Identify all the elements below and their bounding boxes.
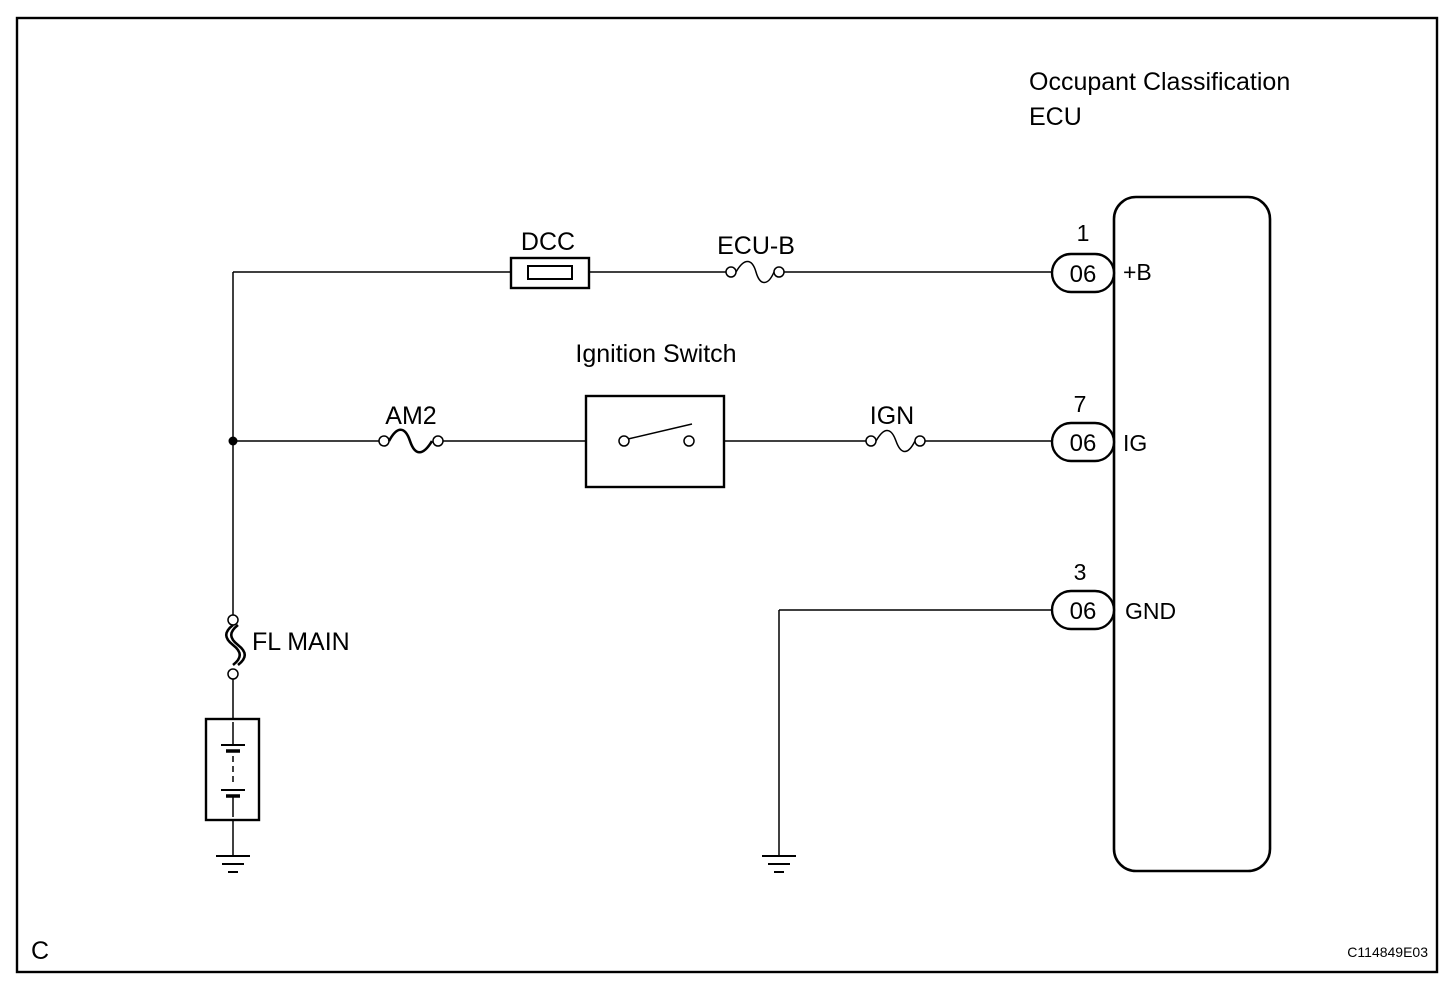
ign-label: IGN (870, 402, 914, 430)
am2-label: AM2 (385, 402, 436, 430)
ecu-title-line1: Occupant Classification (1029, 68, 1290, 96)
ignition-switch-label: Ignition Switch (575, 340, 736, 368)
pin-number: 7 (1074, 391, 1087, 417)
ground-symbol-left (216, 820, 250, 873)
ecu-title-line2: ECU (1029, 103, 1082, 131)
pin-name: GND (1125, 598, 1176, 624)
ecu-b-fuse (725, 260, 785, 284)
connector-badge (1050, 252, 1116, 294)
pin-number: 1 (1077, 220, 1090, 246)
connector-code: 06 (1070, 261, 1097, 288)
pin-gnd: 3 06 GND (1050, 559, 1176, 631)
connector-code: 06 (1070, 598, 1097, 625)
battery (204, 717, 261, 822)
connector-code: 06 (1070, 430, 1097, 457)
fl-main-fusible-link (224, 614, 247, 680)
fl-main-label: FL MAIN (252, 628, 350, 656)
pin-name: +B (1123, 259, 1152, 285)
figure-code: C114849E03 (1347, 944, 1428, 960)
ign-fuse (865, 429, 926, 453)
diagram-frame (15, 16, 1439, 974)
pin-number: 3 (1074, 559, 1087, 585)
pin-name: IG (1123, 430, 1147, 456)
connector-badge (1050, 421, 1116, 463)
pin-ig: 7 06 IG (1050, 391, 1147, 463)
dcc-fusible-link (509, 256, 591, 290)
ecu-body (1112, 195, 1272, 873)
ecu-b-label: ECU-B (717, 232, 795, 260)
ignition-switch (584, 394, 726, 489)
pin-b-plus: 1 06 +B (1050, 220, 1152, 294)
am2-fuse (378, 428, 444, 454)
ground-symbol-right (762, 855, 796, 873)
connector-badge (1050, 589, 1116, 631)
gnd-circuit (778, 609, 1052, 856)
dcc-label: DCC (521, 228, 575, 256)
corner-letter: C (31, 937, 49, 965)
